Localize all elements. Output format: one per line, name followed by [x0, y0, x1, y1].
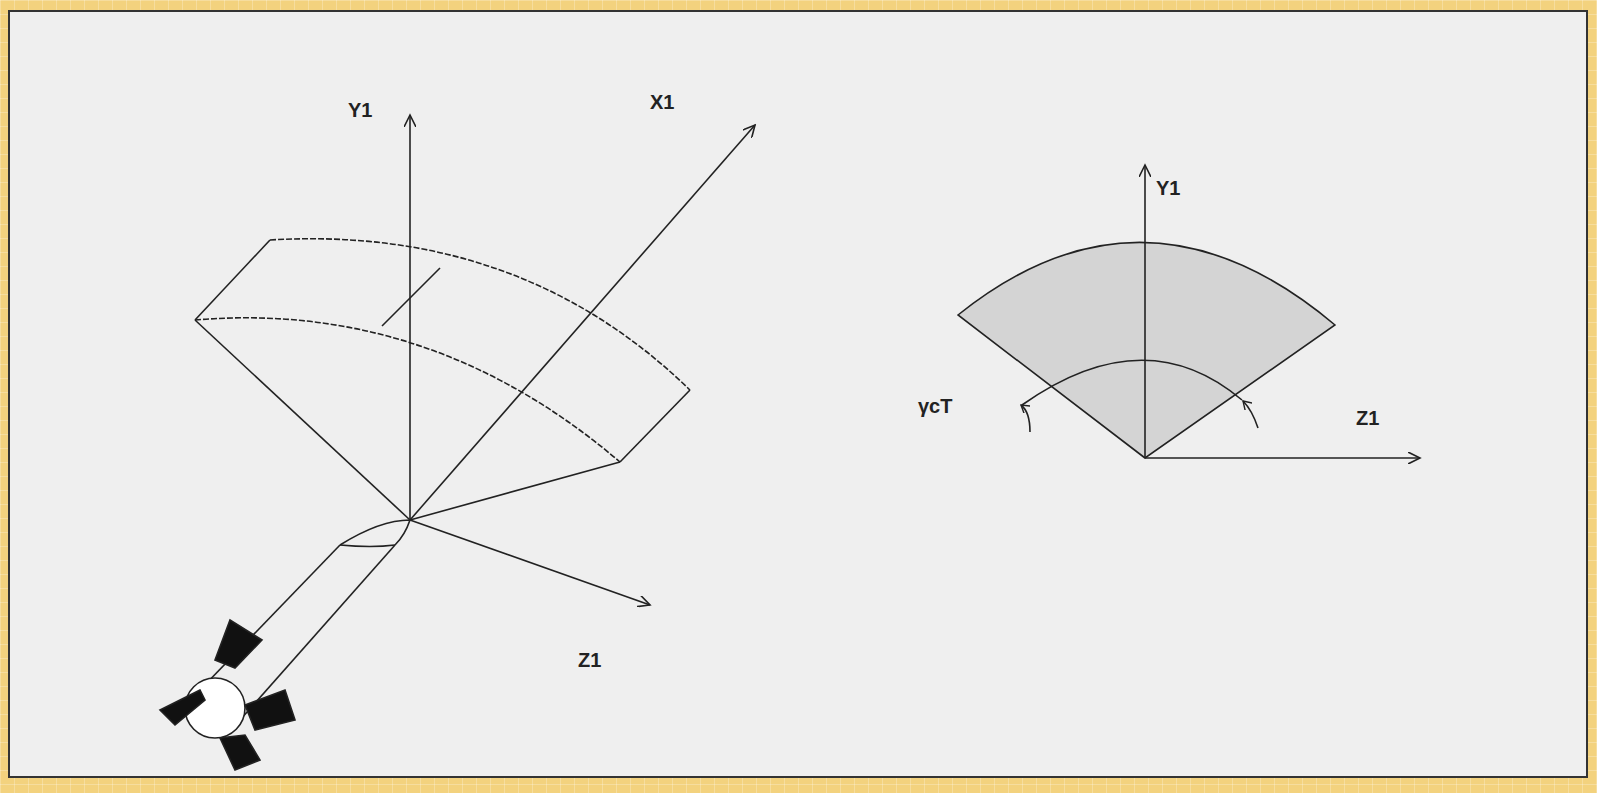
axis-label: Y1 [348, 100, 372, 120]
figure-panel [8, 10, 1588, 778]
axis-label: X1 [650, 92, 674, 112]
right-figure [958, 165, 1420, 458]
axis-label: Y1 [1156, 178, 1180, 198]
left-figure [160, 115, 755, 770]
axis-label: Z1 [578, 650, 601, 670]
axis-label: Z1 [1356, 408, 1379, 428]
axis-label: γcT [918, 396, 952, 416]
